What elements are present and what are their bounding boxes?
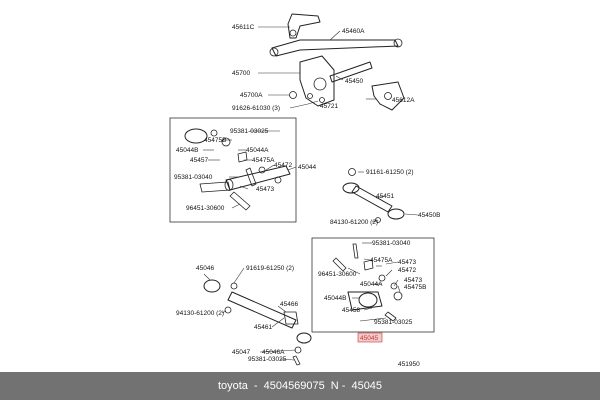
ball-stud-45473-c bbox=[390, 282, 398, 290]
label-45612A: 45612A bbox=[392, 97, 415, 104]
label-45475A-2: 45475A bbox=[370, 257, 393, 264]
label-45047: 45047 bbox=[232, 349, 250, 356]
pitman-arm-left bbox=[287, 13, 321, 39]
plug-45475A-b bbox=[363, 259, 374, 271]
label-45044B-2: 45044B bbox=[324, 295, 346, 302]
label-45721: 45721 bbox=[320, 103, 338, 110]
dust-seal-upper bbox=[221, 137, 231, 147]
label-45458: 45458 bbox=[342, 307, 360, 314]
label-45450B: 45450B bbox=[418, 212, 440, 219]
label-45475B: 45475B bbox=[204, 137, 226, 144]
footer-separator: - bbox=[253, 380, 258, 392]
center-rod-end-right bbox=[393, 38, 403, 48]
reference-number: 45045 bbox=[351, 380, 383, 392]
label-95381-03025-d: 95381-03025 bbox=[374, 319, 413, 326]
tie-rod-end-45047 bbox=[296, 332, 312, 344]
idler-bracket-boss bbox=[313, 77, 327, 91]
socket-45044A-b bbox=[347, 291, 383, 311]
ball-stud-upper bbox=[210, 129, 218, 137]
brand-text: toyota bbox=[217, 380, 248, 392]
bolt-95381-03025-d bbox=[384, 311, 397, 322]
parts-diagram: 45611C 45460A 45700 45450 45700A 45721 4… bbox=[169, 13, 440, 368]
label-91619: 91619-61250 (2) bbox=[246, 265, 294, 272]
tie-rod-end-45046 bbox=[203, 279, 221, 293]
label-45472: 45472 bbox=[274, 162, 292, 169]
label-45450: 45450 bbox=[345, 78, 363, 85]
label-95381-03040-b: 95381-03040 bbox=[174, 174, 213, 181]
label-84130: 84130-61200 (2) bbox=[330, 219, 378, 226]
label-45044B: 45044B bbox=[176, 147, 198, 154]
ball-socket-45044B-b bbox=[358, 292, 378, 308]
center-rod bbox=[271, 39, 399, 57]
label-96451: 96451-30600 bbox=[186, 205, 225, 212]
ball-stud-45473-b bbox=[378, 274, 386, 282]
label-45472-b: 45472 bbox=[398, 267, 416, 274]
label-45473-b: 45473 bbox=[398, 259, 416, 266]
steering-knuckle-arm-right bbox=[371, 81, 405, 111]
part-number: 4504569075 bbox=[263, 380, 325, 392]
label-96451-b: 96451-30600 bbox=[318, 271, 357, 278]
tie-rod-45461 bbox=[227, 291, 297, 329]
part-info-footer: toyota - 4504569075 N - 45045 bbox=[0, 372, 600, 400]
threaded-end bbox=[199, 181, 231, 193]
clamp-bolt bbox=[274, 176, 282, 184]
idler-arm-bracket bbox=[299, 55, 335, 107]
cotter-pin-94130 bbox=[224, 306, 232, 314]
tie-rod-tube-45044 bbox=[225, 165, 291, 191]
label-45044A-2: 45044A bbox=[360, 281, 383, 288]
label-451950: 451950 bbox=[398, 361, 420, 368]
label-45046A: 45046A bbox=[262, 349, 285, 356]
label-91626: 91626-61030 (3) bbox=[232, 105, 280, 112]
tube-end-left bbox=[224, 179, 234, 191]
label-45045: 45045 bbox=[360, 335, 378, 342]
seal-45475B-b bbox=[393, 291, 403, 301]
clamp-45466 bbox=[283, 311, 299, 325]
label-45457: 45457 bbox=[190, 157, 208, 164]
label-45611C: 45611C bbox=[232, 24, 255, 31]
label-45473-c: 45473 bbox=[404, 277, 422, 284]
label-91161: 91161-61250 (2) bbox=[366, 169, 414, 176]
knuckle-arm-right-hole bbox=[384, 92, 392, 100]
label-45046: 45046 bbox=[196, 265, 214, 272]
label-95381-03025-a: 95381-03025 bbox=[230, 128, 269, 135]
bolt-95381-03025-e bbox=[292, 355, 301, 366]
label-45475A: 45475A bbox=[252, 157, 275, 164]
idler-bracket-bolt-1 bbox=[307, 93, 313, 99]
label-45700: 45700 bbox=[232, 70, 250, 77]
center-rod-end-left bbox=[269, 47, 279, 57]
label-95381-03040-c: 95381-03040 bbox=[372, 240, 411, 247]
label-45475B-2: 45475B bbox=[404, 284, 426, 291]
spring-45472 bbox=[258, 166, 266, 174]
label-95381-03025-e: 95381-03025 bbox=[248, 356, 287, 363]
grease-fitting-96451-b bbox=[332, 257, 347, 272]
label-45461: 45461 bbox=[254, 324, 272, 331]
pitman-arm-left-pivot bbox=[289, 29, 297, 37]
label-45466: 45466 bbox=[280, 301, 298, 308]
label-45044A: 45044A bbox=[246, 147, 269, 154]
tie-rod-45451 bbox=[351, 185, 393, 213]
castle-nut-91619 bbox=[230, 282, 238, 290]
highlight-45045 bbox=[357, 332, 383, 343]
label-45044: 45044 bbox=[298, 164, 316, 171]
label-45460A: 45460A bbox=[342, 28, 365, 35]
castle-nut-91161 bbox=[348, 168, 356, 176]
label-94130: 94130-61200 (2) bbox=[176, 310, 224, 317]
footer-separator-2: N - bbox=[330, 380, 346, 392]
ball-socket-upper bbox=[184, 128, 208, 144]
tie-rod-end-left-451 bbox=[342, 182, 360, 194]
grease-fitting-96451 bbox=[229, 191, 251, 211]
tie-rod-end-right-451 bbox=[387, 208, 405, 220]
detail-box-45044 bbox=[169, 117, 297, 223]
tie-rod-upper bbox=[329, 61, 373, 83]
label-45700A: 45700A bbox=[240, 92, 263, 99]
washer-45700A bbox=[289, 91, 297, 99]
ball-stud-45473 bbox=[245, 167, 257, 187]
bolt-95381-03040 bbox=[352, 243, 359, 259]
cotter-pin-84130 bbox=[375, 217, 381, 223]
label-45473: 45473 bbox=[256, 186, 274, 193]
label-45451: 45451 bbox=[376, 193, 394, 200]
idler-bracket-bolt-2 bbox=[319, 97, 325, 103]
detail-box-45045 bbox=[311, 237, 435, 333]
